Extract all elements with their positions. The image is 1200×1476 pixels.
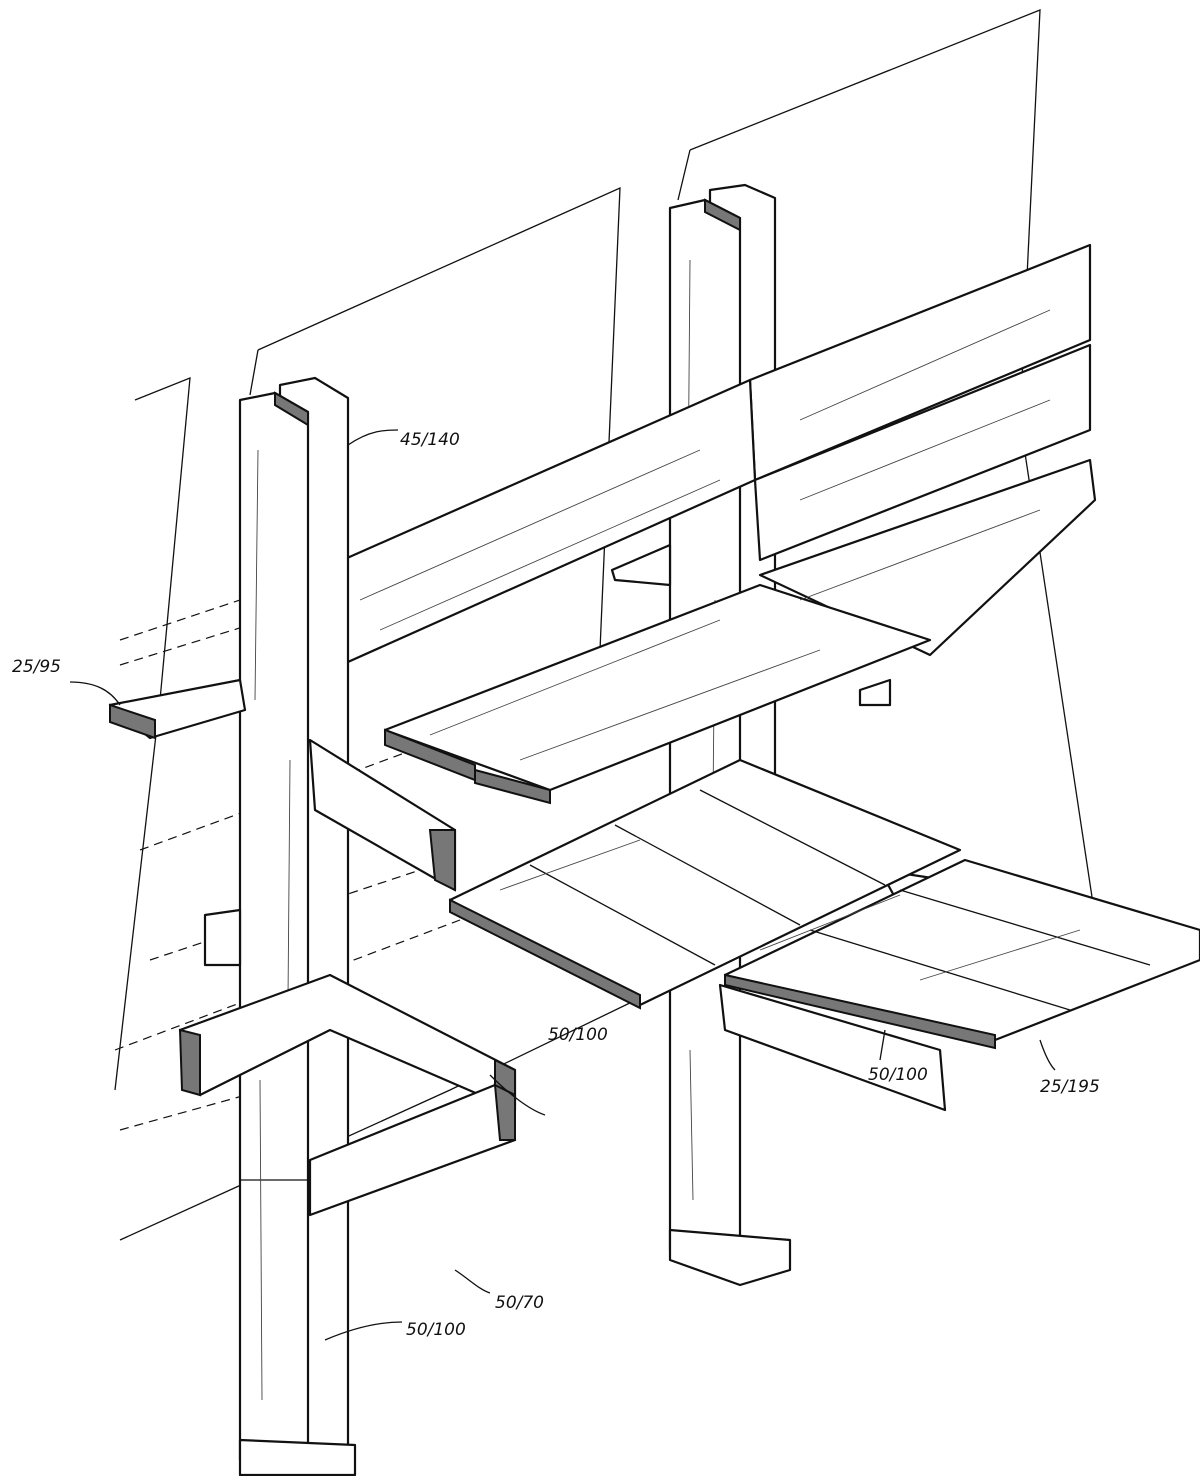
label-bracket-low: 50/70 <box>495 1293 544 1313</box>
left-board <box>108 678 247 740</box>
left-post-pair <box>238 376 357 1476</box>
label-post-low: 50/100 <box>406 1320 466 1340</box>
label-left-board: 25/95 <box>12 657 61 677</box>
leader-lines <box>69 429 1056 1341</box>
label-beam-right: 50/100 <box>868 1065 928 1085</box>
beams <box>178 738 947 1217</box>
floor-boards <box>448 758 1200 1050</box>
label-beam-front: 50/100 <box>548 1025 608 1045</box>
backrest <box>318 243 1092 674</box>
label-post-top: 45/140 <box>400 430 460 450</box>
seat <box>383 458 1097 805</box>
dimension-labels: 45/140 25/95 50/100 50/100 25/195 50/70 … <box>12 430 1100 1340</box>
label-floor-board: 25/195 <box>1040 1077 1100 1097</box>
